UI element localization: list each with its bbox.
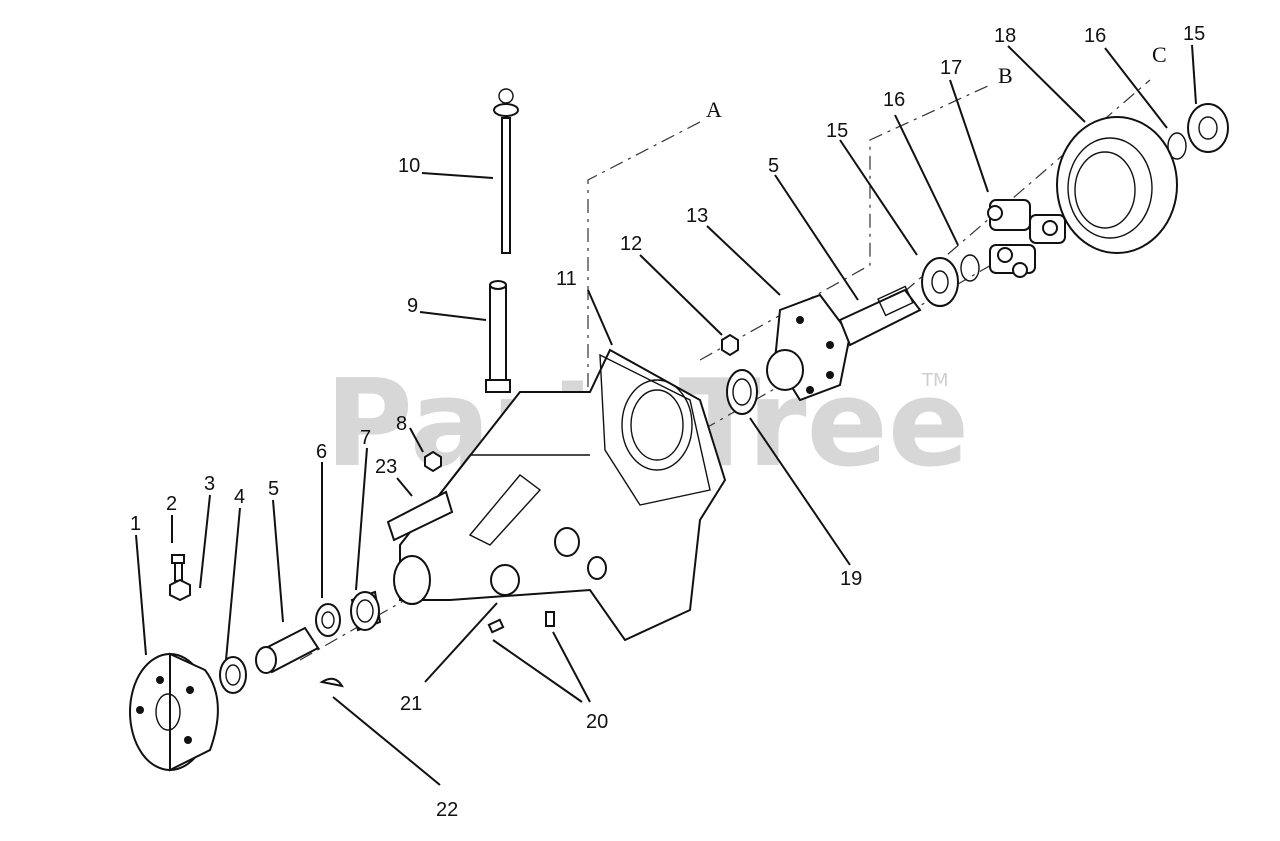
centerline-a	[587, 121, 701, 445]
callout-9: 9	[407, 295, 418, 317]
callout-2: 2	[166, 493, 177, 515]
part-17-planet-carrier	[987, 199, 1066, 278]
part-18-ring-gear	[1056, 116, 1178, 254]
callout-10: 10	[398, 155, 420, 177]
part-20-setscrew-a	[487, 618, 505, 634]
callout-15-left: 15	[826, 120, 848, 142]
callout-8: 8	[396, 413, 407, 435]
callout-20: 20	[586, 711, 608, 733]
callout-6: 6	[316, 441, 327, 463]
callout-4: 4	[234, 486, 245, 508]
callout-23: 23	[375, 456, 397, 478]
part-2-bolt	[171, 554, 185, 582]
part-16-snap-ring-left	[960, 254, 980, 282]
callout-5-left: 5	[268, 478, 279, 500]
part-1-hub	[129, 652, 219, 772]
part-12-nut	[721, 333, 739, 357]
callout-19: 19	[840, 568, 862, 590]
callout-18: 18	[994, 25, 1016, 47]
callout-22: 22	[436, 799, 458, 821]
callout-7: 7	[360, 427, 371, 449]
part-15-gear-small-right	[1187, 103, 1229, 153]
part-4-washer	[219, 656, 247, 694]
part-11-housing	[393, 348, 727, 642]
leader-lines	[135, 44, 1197, 786]
callout-15-right: 15	[1183, 23, 1205, 45]
part-15-gear-small-left	[921, 257, 959, 307]
part-5-axle-right	[838, 285, 922, 347]
reference-letter-b: B	[998, 63, 1013, 88]
watermark-trademark: TM	[921, 370, 949, 391]
part-20-setscrew-b	[545, 611, 555, 627]
callout-12: 12	[620, 233, 642, 255]
part-7-needle-bearing	[350, 590, 382, 632]
callout-11: 11	[556, 268, 577, 290]
part-9-pin	[485, 280, 511, 393]
callout-5-right: 5	[768, 155, 779, 177]
part-10-rod	[493, 88, 519, 254]
callout-1: 1	[130, 513, 141, 535]
part-23-decal	[386, 490, 454, 542]
part-8-nut	[424, 450, 442, 473]
part-16-snap-ring-right	[1167, 132, 1187, 160]
callout-17: 17	[940, 57, 962, 79]
part-19-bearing	[726, 369, 758, 415]
part-6-bearing	[315, 603, 341, 637]
callout-16-right: 16	[1084, 25, 1106, 47]
part-5-axle-left	[255, 626, 320, 674]
part-3-nut	[169, 578, 191, 602]
callout-21: 21	[400, 693, 422, 715]
part-13-flange	[766, 293, 852, 402]
reference-letter-c: C	[1152, 42, 1167, 67]
callout-16-left: 16	[883, 89, 905, 111]
reference-letter-a: A	[706, 97, 722, 122]
part-22-key	[319, 677, 344, 688]
callout-3: 3	[204, 473, 215, 495]
callout-13: 13	[686, 205, 708, 227]
